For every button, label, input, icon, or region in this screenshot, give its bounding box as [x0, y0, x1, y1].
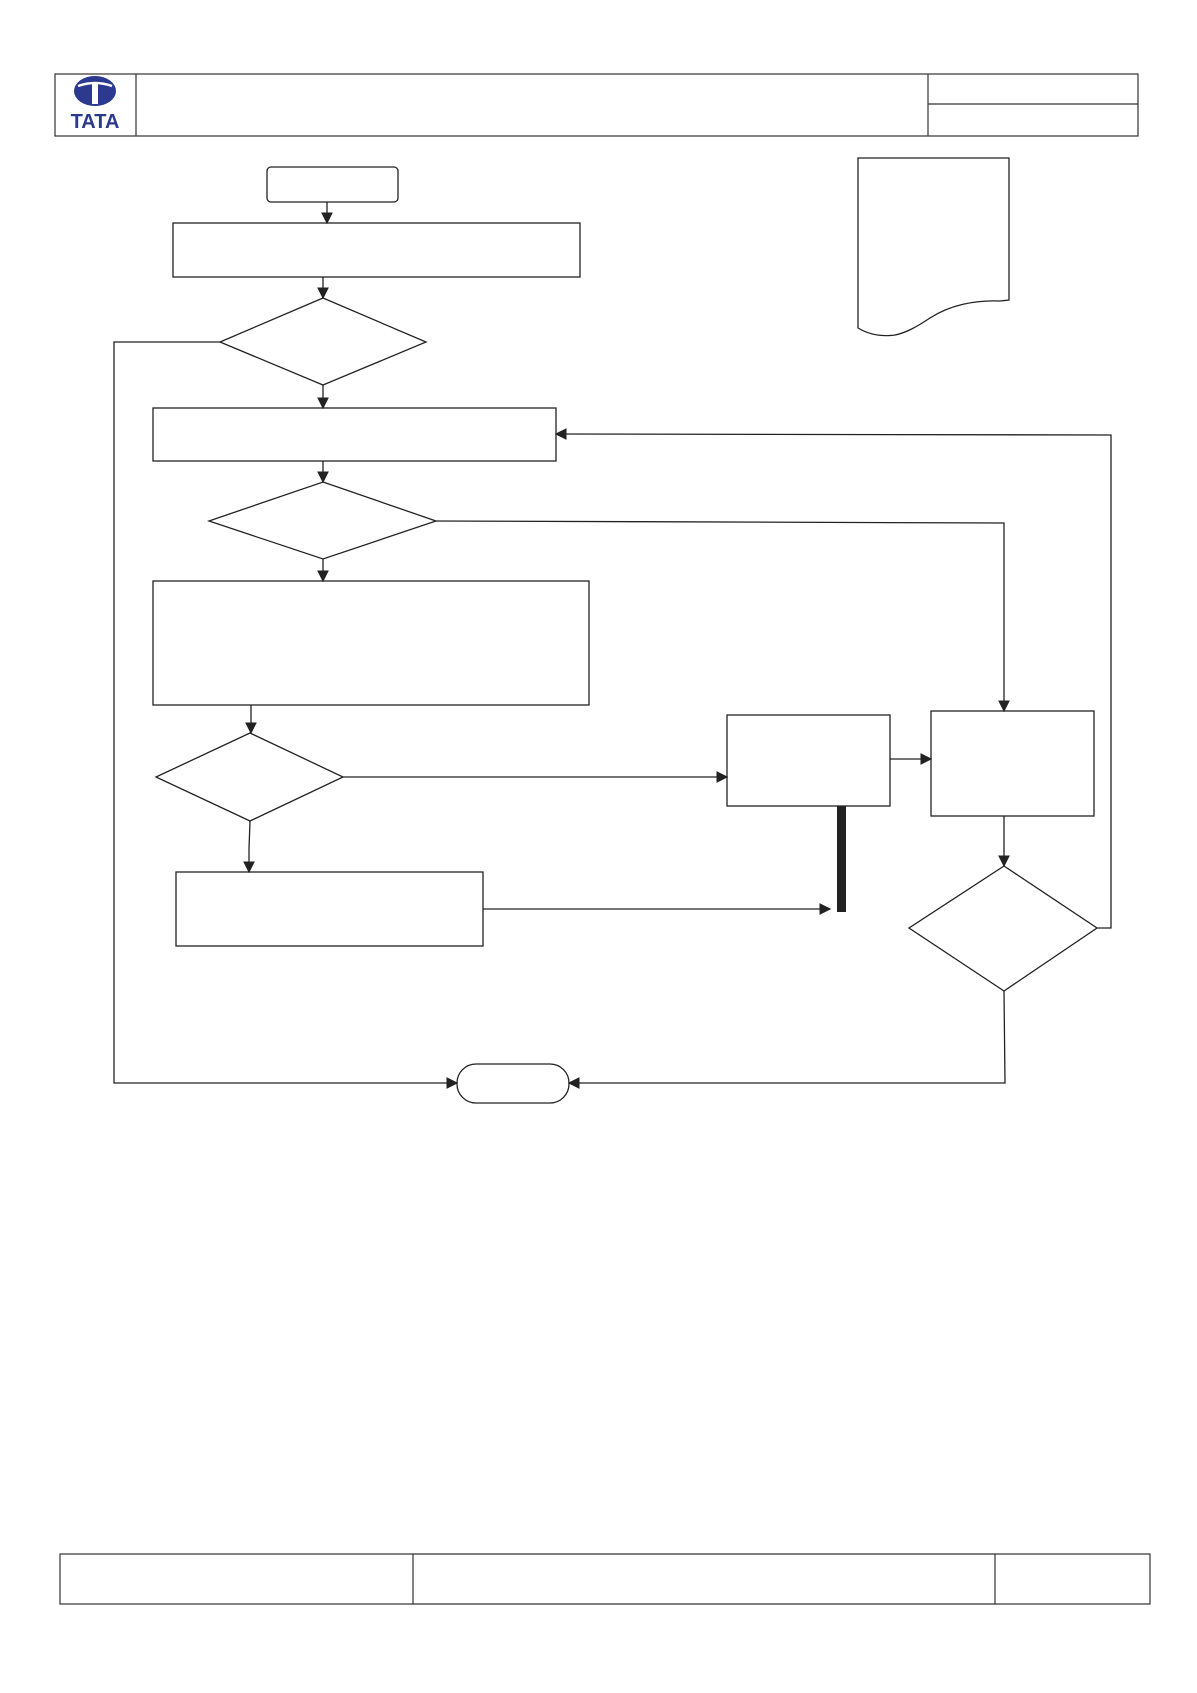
decision-diamond-1: [218, 297, 428, 386]
process-box-6: [930, 710, 1095, 817]
decision-diamond-2: [206, 481, 439, 560]
header: TATA: [54, 73, 1139, 137]
process-box-4: [175, 871, 484, 947]
arrow-decision3-to-step4: [243, 820, 255, 874]
tata-logo-icon: TATA: [71, 76, 120, 133]
header-frame: [54, 73, 1139, 137]
arrow-decision2-to-step6: [435, 520, 1010, 713]
process-box-3: [152, 580, 590, 706]
arrow-decision1-to-end: [113, 341, 459, 1089]
footer-cell-left: [59, 1553, 414, 1605]
footer-cell-right: [994, 1553, 1151, 1605]
footer: [59, 1553, 1151, 1605]
arrow-decision4-to-end: [567, 990, 1006, 1089]
process-box-1: [172, 222, 581, 278]
document-symbol: [857, 157, 1010, 337]
process-box-2: [152, 407, 557, 462]
start-terminator: [266, 166, 399, 203]
end-terminator: [456, 1063, 570, 1104]
decision-diamond-4: [907, 865, 1099, 992]
decision-diamond-3: [154, 732, 345, 822]
logo-text: TATA: [71, 111, 120, 133]
connectors: [113, 202, 1112, 1089]
process-box-5: [726, 714, 891, 807]
thick-connector-bar: [837, 806, 846, 912]
arrow-decision4-loop-to-step2: [554, 428, 1112, 929]
